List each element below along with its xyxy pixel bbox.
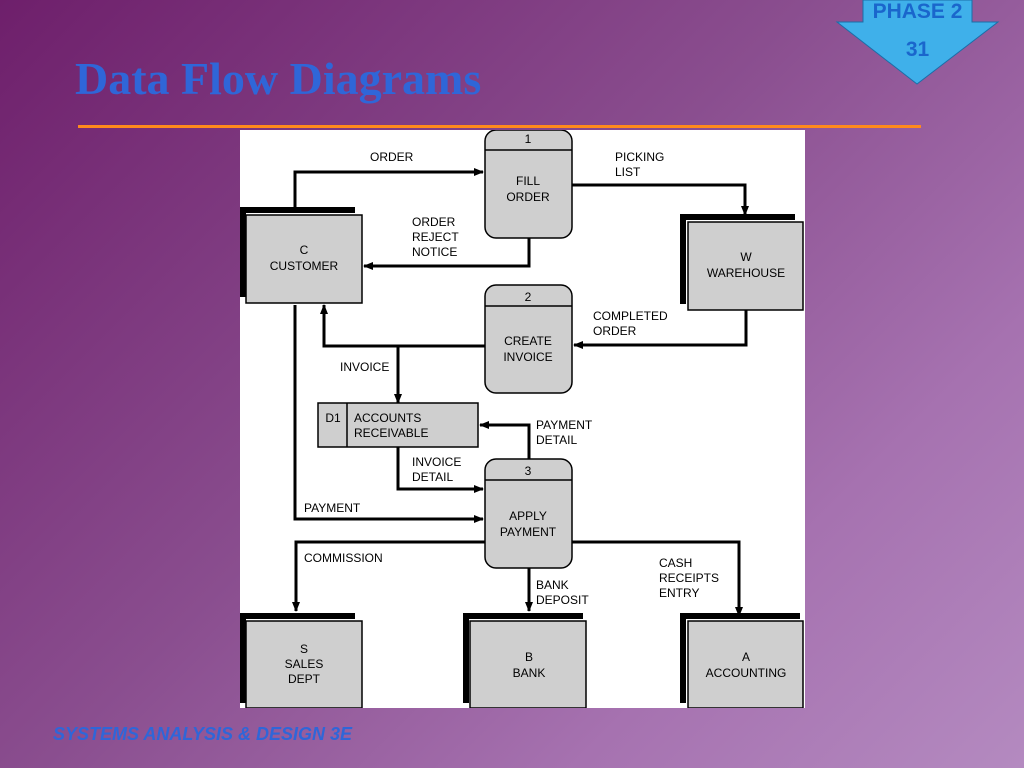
flow-label: ORDER [412,215,456,229]
slide-title: Data Flow Diagrams [75,53,482,104]
entity-code: B [525,650,533,664]
data-store-id: D1 [325,411,341,425]
entity-label: SALES [285,657,324,671]
flow-label: DETAIL [412,470,453,484]
flow-label: PAYMENT [304,501,361,515]
flow-invoice-customer [320,304,485,348]
data-store-label: ACCOUNTS [354,411,421,425]
flow-order-reject [363,238,531,270]
flow-label: ORDER [370,150,414,164]
flow-label: ORDER [593,324,637,338]
entity-accounting: A ACCOUNTING [680,613,804,708]
process-label: APPLY [509,509,547,523]
process-apply-payment: 3 APPLY PAYMENT [484,458,573,569]
data-flow-diagram: 1 FILL ORDER 2 CREATE INVOICE 3 APPLY PA… [240,130,805,708]
entity-bank: B BANK [463,613,587,708]
entity-sales-dept: S SALES DEPT [240,613,363,708]
entity-warehouse: W WAREHOUSE [680,214,804,311]
process-number: 1 [525,132,532,146]
entity-code: W [740,250,752,264]
flow-label: CASH [659,556,692,570]
entity-code: A [742,650,750,664]
entity-label: CUSTOMER [270,259,339,273]
process-label: INVOICE [503,350,552,364]
flow-payment [293,305,484,523]
flow-label: ENTRY [659,586,699,600]
flow-label: INVOICE [340,360,389,374]
entity-label: ACCOUNTING [706,666,787,680]
process-label: ORDER [506,190,550,204]
flow-label: DEPOSIT [536,593,589,607]
process-label: PAYMENT [500,525,557,539]
flow-label: COMMISSION [304,551,383,565]
process-label: CREATE [504,334,552,348]
data-store-accounts-receivable: D1 ACCOUNTS RECEIVABLE [317,402,479,448]
flow-label: INVOICE [412,455,461,469]
flow-label: COMPLETED [593,309,668,323]
flow-label: PICKING [615,150,664,164]
process-create-invoice: 2 CREATE INVOICE [484,284,573,394]
flow-label: LIST [615,165,641,179]
phase-label: PHASE 2 [872,0,963,23]
flow-order [293,168,484,212]
process-number: 3 [525,464,532,478]
entity-label: BANK [513,666,546,680]
data-store-label: RECEIVABLE [354,426,428,440]
entity-customer: C CUSTOMER [240,207,363,304]
slide-number: 31 [905,38,930,61]
flow-picking-list [572,183,749,216]
flow-payment-detail [479,421,531,459]
entity-code: S [300,642,308,656]
flow-label: PAYMENT [536,418,593,432]
process-fill-order: 1 FILL ORDER [484,130,573,239]
flow-label: BANK [536,578,569,592]
flow-label: NOTICE [412,245,457,259]
title-underline [78,125,921,128]
flow-label: RECEIPTS [659,571,719,585]
flow-cash-receipts [572,540,743,617]
flow-completed-order [573,310,748,349]
process-label: FILL [516,174,540,188]
process-number: 2 [525,290,532,304]
flow-commission [292,540,485,612]
entity-label: DEPT [288,672,321,686]
entity-label: WAREHOUSE [707,266,785,280]
phase-badge-arrow [835,0,1000,85]
flow-label: REJECT [412,230,459,244]
flow-label: DETAIL [536,433,577,447]
flow-invoice-detail [396,447,484,493]
entity-code: C [300,243,309,257]
footer-text: SYSTEMS ANALYSIS & DESIGN 3E [53,724,353,744]
